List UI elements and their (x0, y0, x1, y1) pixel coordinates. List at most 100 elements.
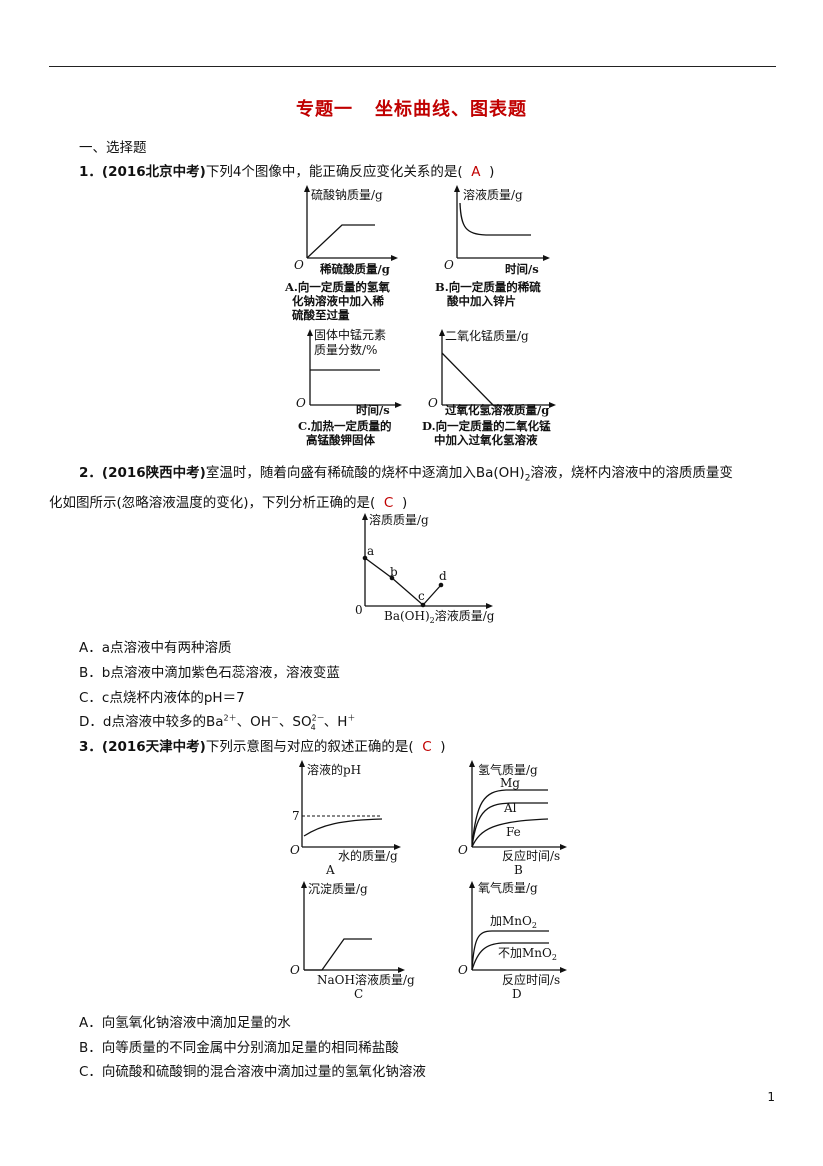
q3a-xlabel: 水的质量/g (338, 848, 398, 863)
q2-option-a: A．a点溶液中有两种溶质 (79, 640, 232, 656)
title-part2: 坐标曲线、图表题 (375, 99, 527, 120)
q3-chart-c: 沉淀质量/g O NaOH溶液质量/g C (290, 881, 415, 1001)
q3b-series-fe: Fe (506, 825, 521, 839)
q1b-ylabel: 溶液质量/g (463, 187, 523, 202)
q1c-xlabel: 时间/s (356, 403, 390, 417)
q1d-xlabel: 过氧化氢溶液质量/g (445, 403, 549, 417)
q1-number: 1 (79, 164, 89, 180)
q1b-y-arrow (454, 185, 460, 192)
q2-text-3: 化如图所示(忽略溶液温度的变化)，下列分析正确的是( (49, 494, 376, 511)
q3a-ylabel: 溶液的pH (307, 762, 361, 777)
q2-d-mid2: 、SO (278, 714, 312, 730)
q3b-series-mg: Mg (500, 776, 520, 790)
q3d-series-2-sub: 2 (552, 953, 557, 962)
q3a-origin: O (290, 843, 300, 857)
q3c-y-arrow (301, 881, 307, 888)
q1b-origin: O (444, 258, 454, 272)
q1b-curve (459, 202, 531, 236)
question-3: 3．(2016天津中考)下列示意图与对应的叙述正确的是( C ) (79, 739, 446, 755)
q1-chart-d: 二氧化锰质量/g O 过氧化氢溶液质量/g D.向一定质量的二氧化锰 中加入过氧… (422, 328, 556, 447)
q2-d-mid3: 、H (323, 714, 348, 730)
q1c-ylabel-1: 固体中锰元素 (314, 327, 386, 342)
q1b-xlabel: 时间/s (505, 262, 539, 276)
q2-option-b: B．b点溶液中滴加紫色石蕊溶液，溶液变蓝 (79, 665, 340, 681)
q1d-origin: O (428, 396, 438, 410)
q3c-x-arrow (398, 967, 405, 973)
q1d-curve (441, 352, 494, 406)
q1a-caption-2: 化钠溶液中加入稀 (292, 294, 384, 308)
q1-source: (2016北京中考) (101, 164, 206, 180)
q1c-origin: O (296, 396, 306, 410)
q3c-ylabel: 沉淀质量/g (308, 882, 368, 896)
title-part1: 专题一 (296, 99, 353, 120)
q3-chart-a: 溶液的pH 7 O 水的质量/g A (290, 760, 401, 877)
q2-point-c (420, 602, 426, 608)
q2-d-sup2: － (270, 713, 279, 723)
q3d-series-2: 不加MnO2 (498, 946, 557, 962)
q1a-ylabel: 硫酸钠质量/g (311, 187, 383, 202)
q1d-ylabel: 二氧化锰质量/g (445, 328, 529, 343)
q2-d-sub3: 4 (310, 722, 316, 732)
q2-x-arrow (486, 603, 493, 609)
q1c-y-arrow (307, 329, 313, 336)
q3-text: 下列示意图与对应的叙述正确的是( (205, 739, 414, 755)
q2-label-b: b (390, 565, 398, 579)
q1a-x-arrow (391, 255, 398, 261)
q1-close: ) (489, 164, 495, 180)
q1d-caption-2: 中加入过氧化氢溶液 (434, 433, 538, 447)
q2-d-sup3: 2－ (311, 713, 325, 723)
q2-number: 2 (79, 465, 89, 481)
q3c-letter: C (354, 987, 363, 1001)
q3d-y-arrow (469, 881, 475, 888)
q2-origin: 0 (355, 603, 363, 617)
q3-number: 3 (79, 739, 89, 755)
question-2: 2．(2016陕西中考)室温时，随着向盛有稀硫酸的烧杯中逐滴加入Ba(OH)2溶… (49, 465, 733, 511)
q3-option-b: B．向等质量的不同金属中分别滴加足量的相同稀盐酸 (79, 1040, 399, 1056)
q2-text-2: 溶液，烧杯内溶液中的溶质质量变 (530, 465, 733, 481)
q2-point-b (389, 575, 395, 581)
q3d-letter: D (512, 987, 522, 1001)
q2-d-sup1: 2＋ (223, 713, 237, 723)
q3-answer: C (422, 739, 432, 755)
q1c-caption-2: 高锰酸钾固体 (306, 433, 375, 447)
q3d-series-1: 加MnO2 (490, 914, 537, 930)
q2-label-d: d (439, 569, 447, 583)
q2-sub: 2 (524, 473, 531, 484)
q1d-x-arrow (549, 402, 556, 408)
q1c-caption-1: C.加热一定质量的 (298, 419, 391, 433)
question-1: 1．(2016北京中考)下列4个图像中，能正确反应变化关系的是( A ) (79, 164, 495, 180)
q3d-series-1-text: 加MnO (490, 914, 532, 928)
section-heading: 一、选择题 (79, 140, 147, 156)
q1a-origin: O (294, 258, 304, 272)
q3a-x-arrow (394, 844, 401, 850)
q1-chart-a: 硫酸钠质量/g O 稀硫酸质量/g A.向一定质量的氢氧 化钠溶液中加入稀 硫酸… (284, 185, 398, 322)
q3-chart-b: 氢气质量/g Mg Al Fe O 反应时间/s B (458, 760, 567, 877)
q1c-ylabel-2: 质量分数/% (314, 342, 377, 357)
q2-label-c: c (418, 589, 425, 603)
q2-xlabel: Ba(OH)2溶液质量/g (384, 608, 495, 625)
q3d-series-1-sub: 2 (532, 921, 537, 930)
q3b-origin: O (458, 843, 468, 857)
q3b-series-al: Al (503, 801, 517, 815)
q3c-origin: O (290, 963, 300, 977)
q3d-x-arrow (560, 967, 567, 973)
q2-y-arrow (362, 513, 368, 520)
q3b-letter: B (514, 863, 523, 877)
q1a-xlabel: 稀硫酸质量/g (320, 262, 390, 276)
q3a-letter: A (325, 863, 335, 877)
q2-point-d (438, 582, 444, 588)
q1a-y-arrow (304, 185, 310, 192)
q3a-curve (303, 818, 383, 837)
q3c-curve (304, 938, 372, 971)
q3-option-a: A．向氢氧化钠溶液中滴加足量的水 (79, 1015, 291, 1031)
q2-option-d: D．d点溶液中较多的Ba2＋、OH－、SO2－4、H＋ (79, 710, 355, 732)
q2-d-pre: D．d点溶液中较多的Ba (79, 714, 224, 730)
q1a-curve (306, 224, 375, 259)
q3b-y-arrow (469, 760, 475, 767)
q3b-curve-al (471, 802, 548, 848)
q2-option-c: C．c点烧杯内液体的pH＝7 (79, 690, 245, 706)
q2-curve (364, 557, 442, 606)
q2-text-1: 室温时，随着向盛有稀硫酸的烧杯中逐滴加入Ba(OH) (205, 465, 525, 481)
page-title: 专题一 坐标曲线、图表题 (0, 95, 823, 121)
q3d-ylabel: 氧气质量/g (478, 880, 538, 895)
